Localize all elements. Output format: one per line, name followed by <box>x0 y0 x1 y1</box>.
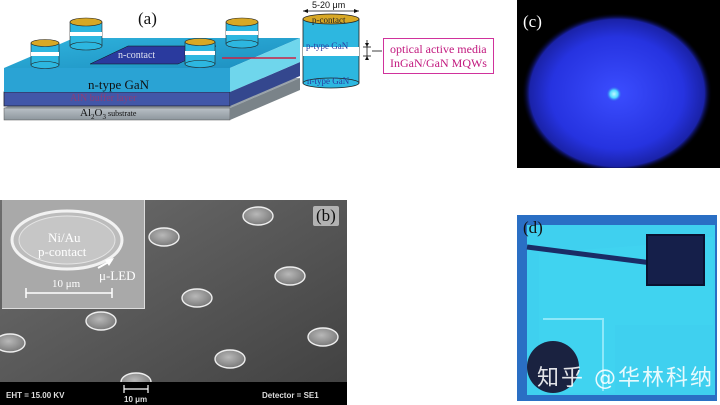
eht-value: EHT = 15.00 KV <box>6 391 65 400</box>
watermark: 知乎 @华林科纳 <box>537 366 714 391</box>
sem-inset: Ni/Au p-contact μ-LED 10 μm <box>2 200 145 309</box>
panel-b-label: (b) <box>313 206 339 226</box>
n-gan-front <box>4 68 230 92</box>
scale-bar <box>123 385 149 393</box>
magnified-pillar <box>302 13 360 89</box>
inset-label-line-2: p-contact <box>38 244 87 259</box>
electrode-trace <box>526 244 653 266</box>
panel-a: (a) 5-20 μm p-contact p-type GaN n-type … <box>0 0 510 130</box>
panel-d: (d) 知乎 @华林科纳 <box>517 215 717 401</box>
mesa-pillar <box>184 38 216 68</box>
n-gan-pillar-label: n-type GaN <box>307 76 350 86</box>
inset-disc <box>10 209 124 298</box>
callout-line-2: InGaN/GaN MQWs <box>390 56 487 70</box>
scale-label: 10 μm <box>124 395 148 404</box>
inset-scale-label: 10 μm <box>52 278 81 290</box>
n-contact-pad <box>89 45 217 65</box>
micro-led-disc <box>0 333 26 353</box>
micro-led-disc <box>214 349 246 369</box>
panel-b: Ni/Au p-contact μ-LED 10 μm (b) EHT = 15… <box>0 200 347 405</box>
panel-d-label: (d) <box>523 218 543 237</box>
micro-led-disc <box>242 206 274 226</box>
emission-hotspot <box>606 86 622 102</box>
mesa-pillar <box>225 17 259 49</box>
callout-line-1: optical active media <box>390 42 487 56</box>
mesa-pillar <box>69 17 103 51</box>
mesa-pillar <box>30 39 60 69</box>
substrate-label: Al2O3 substrate <box>80 107 137 122</box>
substrate-side <box>230 78 300 120</box>
micro-led-disc <box>148 227 180 247</box>
micro-led-disc <box>85 311 117 331</box>
dark-disc <box>527 341 579 393</box>
chip-micrograph <box>517 215 717 401</box>
p-gan-label: p-type GaN <box>306 41 349 51</box>
dimension-label: 5-20 μm <box>312 0 346 10</box>
n-gan-side <box>230 38 300 92</box>
panel-c: (c) <box>517 0 720 168</box>
p-pad <box>646 234 705 286</box>
detector-value: Detector = SE1 <box>262 391 319 400</box>
buffer-layer-label: AlN buffer layer <box>70 93 137 104</box>
sem-info-bar: EHT = 15.00 KV 10 μm Detector = SE1 <box>0 382 347 405</box>
electroluminescence-image <box>522 13 712 168</box>
led-structure-diagram <box>3 9 382 121</box>
inset-micro-led-label: μ-LED <box>99 268 136 283</box>
p-contact-label: p-contact <box>312 15 346 25</box>
panel-c-label: (c) <box>523 12 542 31</box>
panel-a-label: (a) <box>138 9 157 28</box>
micro-led-disc <box>307 327 339 347</box>
mqw-callout: optical active media InGaN/GaN MQWs <box>383 38 494 74</box>
n-contact-label: n-contact <box>118 50 156 61</box>
micro-led-disc <box>274 266 306 286</box>
inset-label-line-1: Ni/Au <box>48 230 81 245</box>
micro-led-disc <box>181 288 213 308</box>
n-gan-label: n-type GaN <box>88 77 150 92</box>
